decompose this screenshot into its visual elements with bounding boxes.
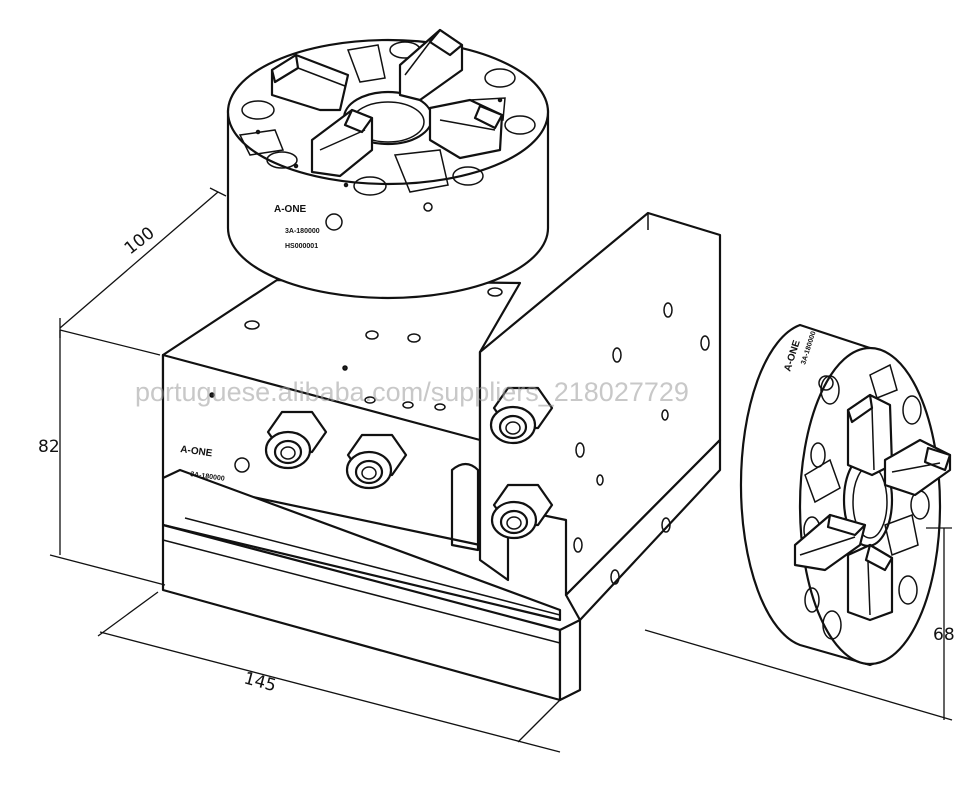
top-jaw-left: [270, 53, 350, 112]
top-chuck-code-1: 3A-180000: [285, 228, 320, 235]
dim-82-label: 82: [38, 437, 60, 457]
front-brand: A-ONE: [180, 444, 214, 459]
side-jaw-left: [793, 513, 867, 572]
fitting-3: [489, 386, 554, 445]
watermark-text: portuguese.alibaba.com/suppliers_2180277…: [135, 377, 689, 407]
dimension-82: 82: [38, 330, 166, 586]
side-jaw-bottom: [846, 543, 894, 622]
top-jaw-front-left: [310, 108, 374, 178]
dim-100-label: 100: [121, 223, 159, 259]
dim-145-label: 145: [242, 669, 279, 697]
dimension-68: 68: [644, 527, 955, 721]
side-chuck: A-ONE 3A-180000: [739, 323, 952, 667]
fitting-1: [264, 410, 328, 470]
top-chuck: A-ONE 3A-180000 HS000001: [226, 28, 550, 300]
front-code: 3A-180000: [190, 471, 225, 483]
top-chuck-brand: A-ONE: [274, 204, 307, 215]
top-chuck-code-2: HS000001: [285, 243, 318, 250]
dim-68-label: 68: [933, 625, 955, 645]
side-jaw-right: [883, 438, 952, 497]
fitting-2: [345, 433, 408, 490]
top-jaw-right: [398, 28, 464, 102]
top-jaw-front-right: [428, 98, 504, 160]
fitting-4: [490, 483, 554, 540]
air-fittings: [264, 386, 554, 540]
